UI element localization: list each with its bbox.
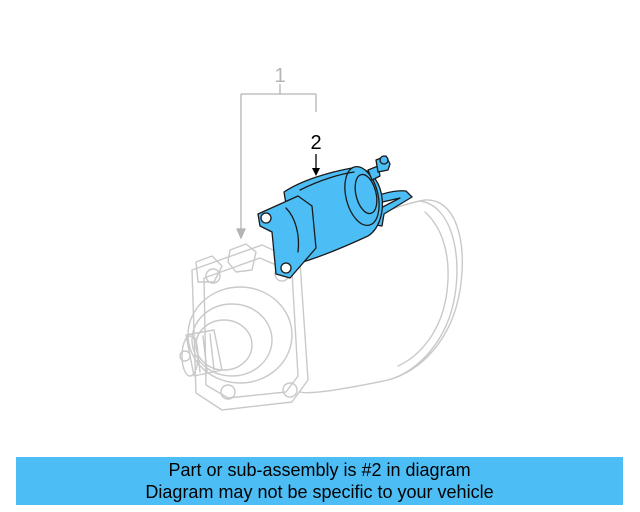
parts-diagram: 1 2 [179,65,463,411]
pinion-teeth [195,333,215,373]
drive-end-ring-outer [187,286,293,384]
solenoid-part-2[interactable] [257,155,413,279]
callout-1-label: 1 [274,65,285,87]
flange-boss-top [227,243,257,273]
flange-boss-left [195,255,223,283]
info-banner: Part or sub-assembly is #2 in diagram Di… [16,457,623,505]
flange-bolt-hole-top-left [205,268,221,284]
callout-2-pointer [312,154,320,176]
callout-1-bracket [235,84,317,240]
solenoid-mount-rib [285,207,300,253]
starter-motor-assembly [179,199,463,411]
solenoid-end-cap [344,165,380,227]
solenoid-end-cap-ring [354,173,378,215]
mounting-flange-inner [203,257,299,399]
solenoid-terminal-tip [379,155,389,165]
pinion-shaft-tip [179,350,191,362]
solenoid-body-seam [299,171,355,191]
motor-housing-end [387,200,458,381]
flange-bolt-hole-bottom-left [220,384,236,400]
solenoid-mount-hole-upper [260,212,272,224]
banner-line-disclaimer: Diagram may not be specific to your vehi… [145,482,494,502]
solenoid-mount-hole-lower [280,262,292,274]
motor-housing-inner [397,211,449,367]
flange-bolt-hole-bottom-right [282,382,298,398]
pinion-gear [185,329,223,377]
drive-end-ring-middle [191,303,273,377]
mounting-flange [191,244,309,411]
solenoid-mount-plate [257,195,317,279]
banner-line-part-number: Part or sub-assembly is #2 in diagram [168,460,471,480]
callout-2-label: 2 [310,132,321,154]
